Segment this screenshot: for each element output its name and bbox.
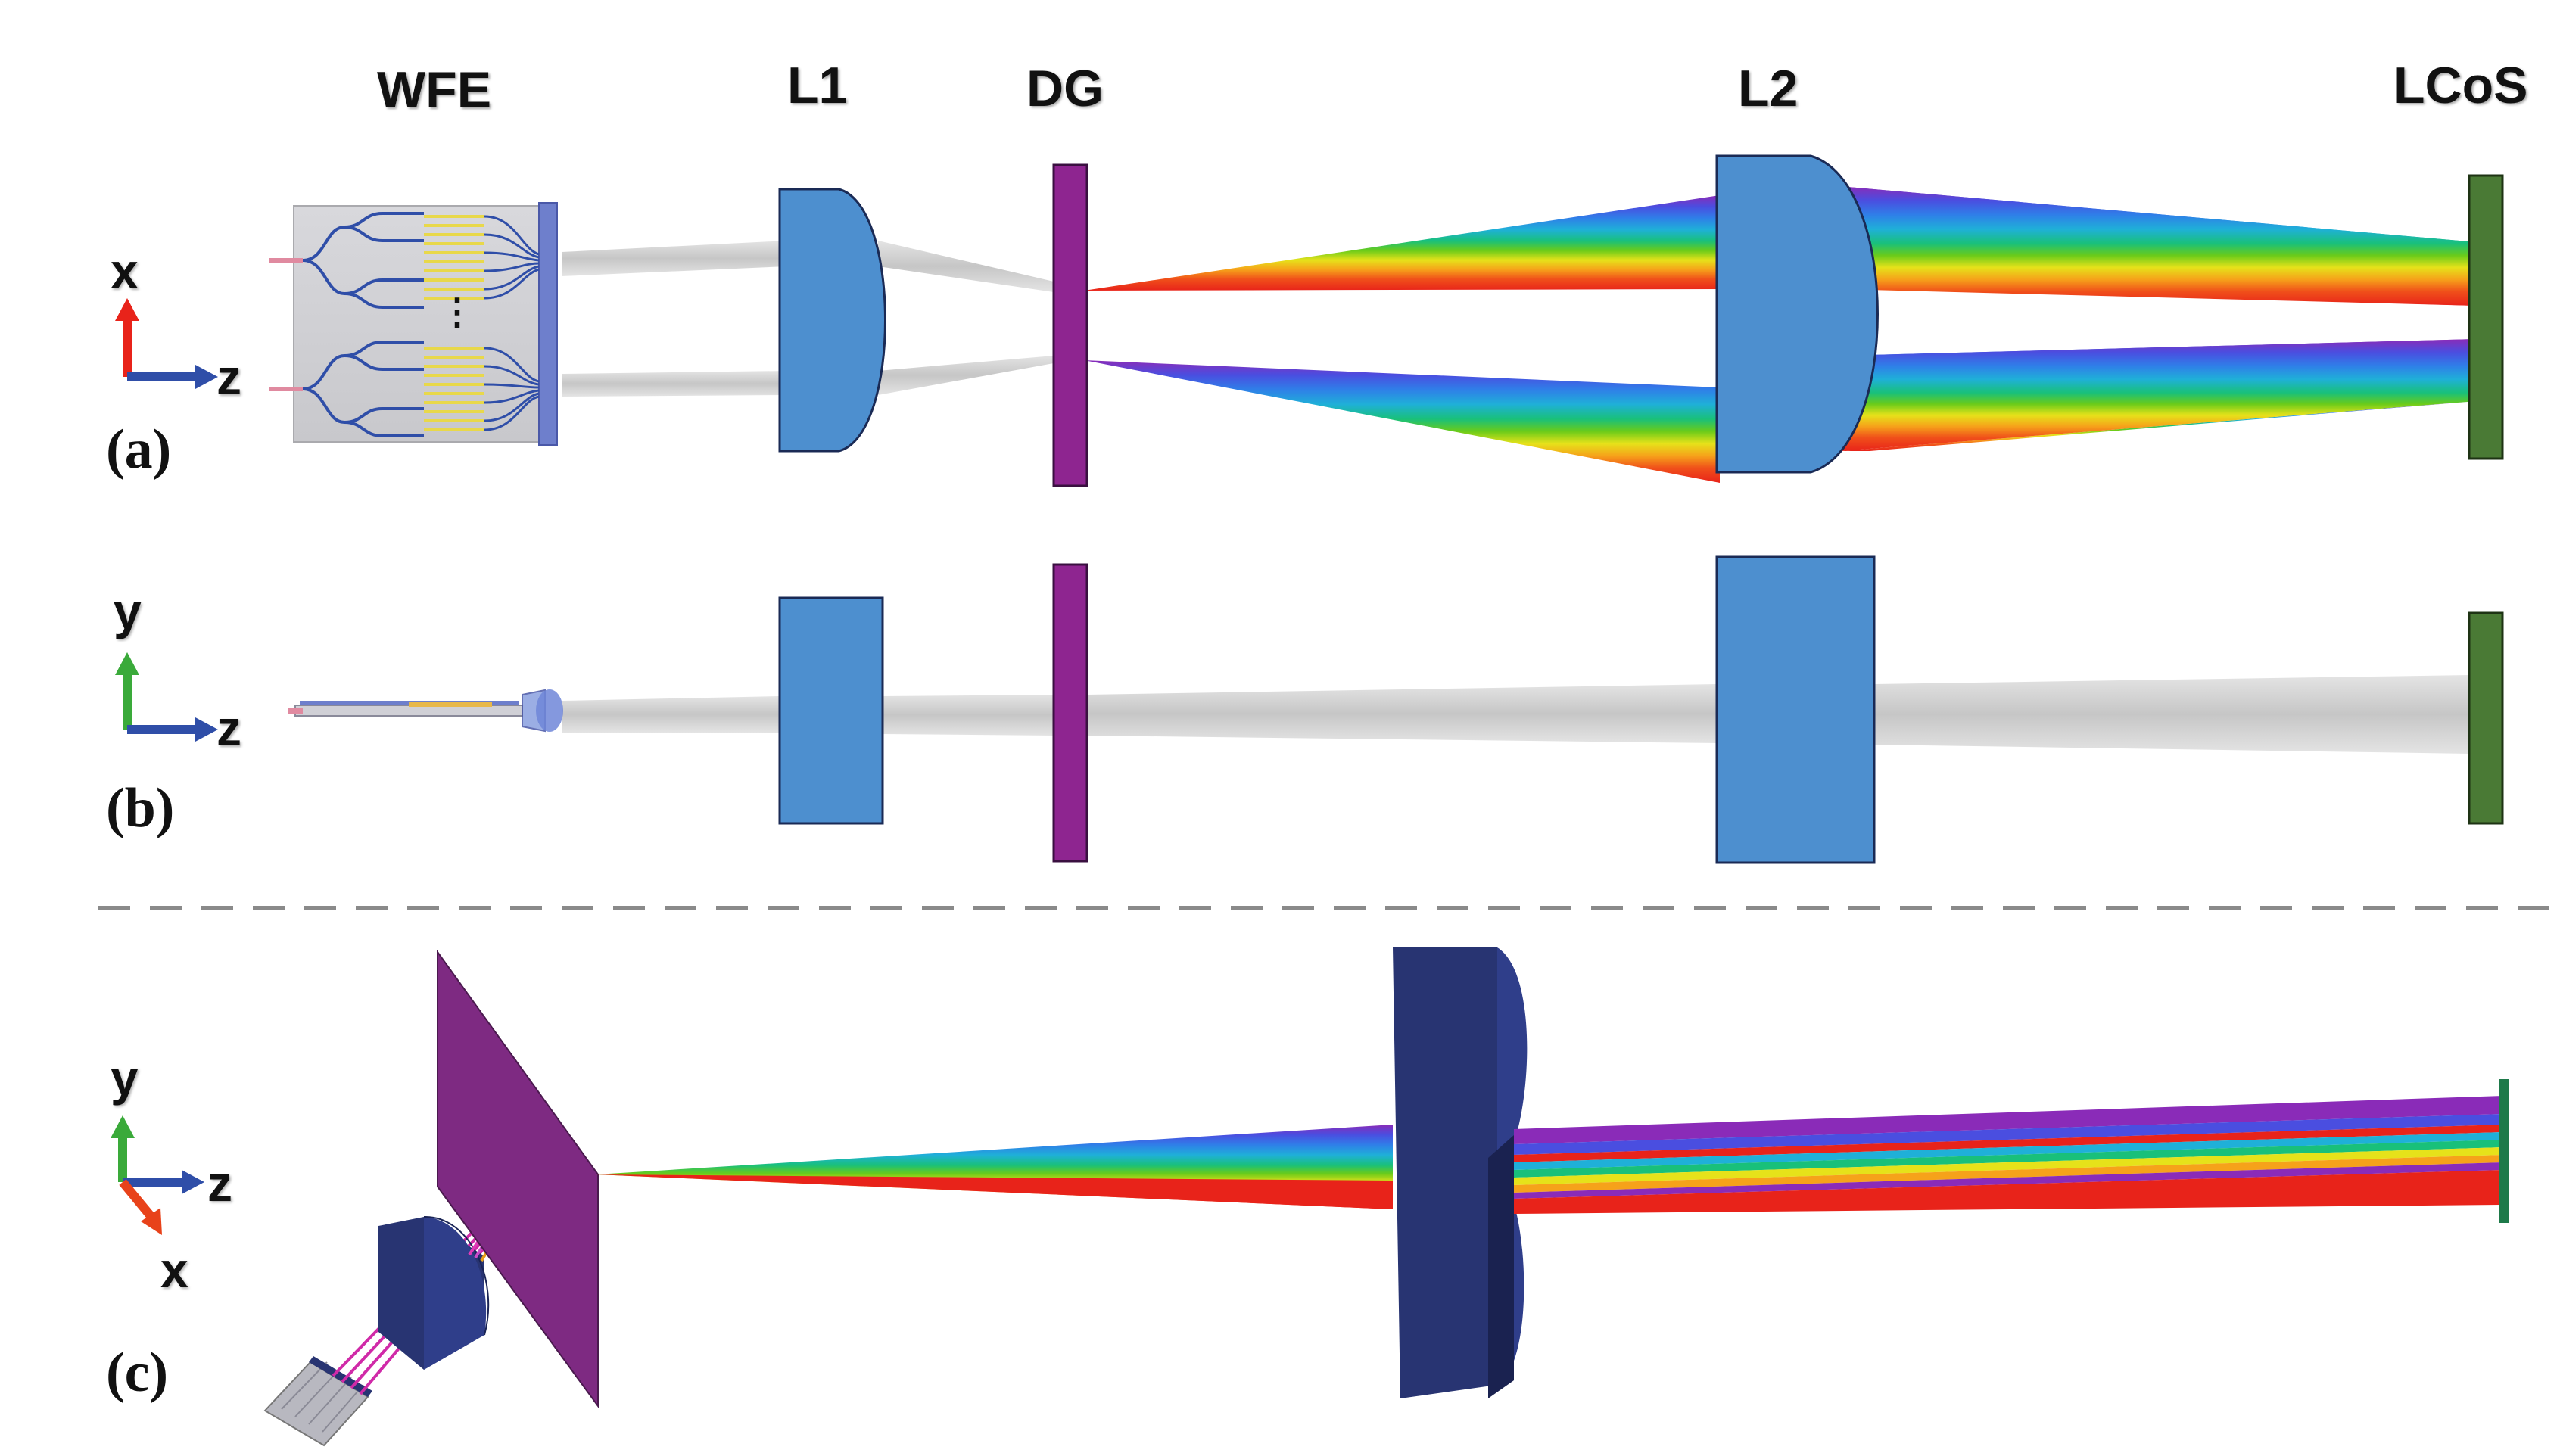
label-lcos: LCoS — [2393, 57, 2528, 114]
axis-c-diagonal-label: x — [160, 1242, 188, 1298]
label-l2: L2 — [1738, 60, 1799, 117]
axis-c-horizontal-label: z — [207, 1156, 232, 1212]
wfe-chip-side-view — [288, 689, 563, 733]
grating-dg-top-view — [1052, 163, 1088, 487]
panel-a-gray-beams — [562, 241, 1054, 397]
axis-b-horizontal-label: z — [216, 700, 241, 756]
axes-a-icon — [115, 298, 218, 389]
lcos-top-view — [2468, 174, 2504, 460]
lens-l1-3d — [378, 1215, 490, 1370]
wfe-chip-top-view — [269, 202, 558, 446]
label-l1: L1 — [787, 57, 848, 114]
grating-dg-3d — [437, 949, 599, 1409]
lcos-side-view — [2468, 611, 2504, 825]
lens-l1-top-view — [778, 188, 886, 453]
lens-l1-side-view — [778, 596, 884, 825]
lens-l2-top-view — [1715, 154, 1879, 474]
axis-b-vertical-label: y — [114, 583, 142, 639]
panel-a-spectrum-fans — [1084, 186, 2477, 483]
axes-b-icon — [115, 652, 218, 742]
panel-label-c: (c) — [106, 1342, 169, 1404]
lens-l2-3d — [1393, 947, 1528, 1398]
panel-c-spectrum-to-l2 — [596, 1125, 1393, 1209]
panel-label-b: (b) — [106, 777, 175, 839]
wfe-ellipsis: ⋮ — [439, 292, 475, 332]
panel-b-gray-beam — [562, 675, 2469, 754]
panel-label-a: (a) — [106, 418, 172, 481]
lens-l2-side-view — [1715, 555, 1876, 864]
panel-c-spectrum-to-lcos — [1514, 1096, 2502, 1214]
axis-a-vertical-label: x — [111, 243, 139, 299]
wfe-chip-3d — [263, 1356, 372, 1447]
axis-a-horizontal-label: z — [216, 349, 241, 405]
grating-dg-side-view — [1052, 563, 1088, 863]
axis-c-vertical-label: y — [111, 1050, 139, 1106]
label-wfe: WFE — [377, 61, 492, 119]
lcos-3d — [2499, 1079, 2509, 1223]
label-dg: DG — [1026, 60, 1104, 117]
axes-c-icon — [111, 1115, 204, 1235]
